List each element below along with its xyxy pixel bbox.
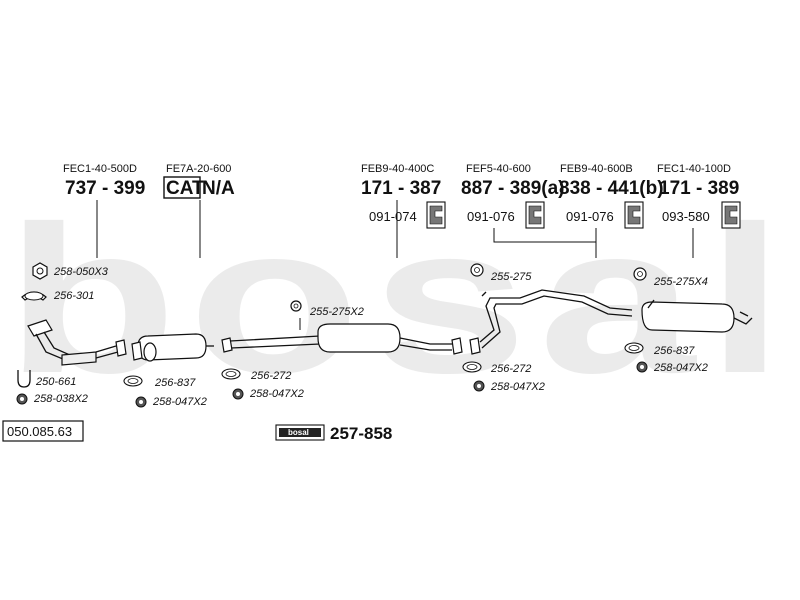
hardware-number-intermediate: 091-076: [467, 209, 515, 224]
part-number-intermediate: 887 - 389(a): [461, 178, 565, 199]
bolt-icon: [232, 388, 244, 400]
fitting-bolt-cat: 258-047X2: [152, 396, 207, 408]
hardware-number-middle: 091-074: [369, 209, 417, 224]
hanger-icon: [290, 300, 302, 312]
fitting-ring-int: 256-272: [490, 363, 531, 375]
bolt-icon: [16, 393, 28, 405]
bolt-icon: [135, 396, 147, 408]
leader-intermediate-bracket: [493, 228, 597, 258]
cat-availability: N/A: [202, 178, 235, 199]
fitting-ring-rear: 256-837: [653, 345, 695, 357]
fitting-hanger-rear: 255-275X4: [653, 276, 708, 288]
front-pipe: [27, 319, 127, 366]
hanger-icon: [470, 263, 484, 277]
middle-silencer-assembly: [221, 323, 463, 355]
sealing-ring-icon: [462, 361, 482, 373]
sealing-ring-icon: [123, 375, 143, 387]
oem-number-catalyst: FE7A-20-600: [166, 163, 231, 175]
sealing-ring-icon: [624, 342, 644, 354]
mounting-kit-icon: [624, 201, 644, 229]
bolt-icon: [636, 361, 648, 373]
fitting-bolt-mid: 258-047X2: [249, 388, 304, 400]
rear-silencer: [641, 299, 753, 333]
catalog-number-box: [2, 420, 84, 442]
fitting-ring-mid: 256-272: [250, 370, 291, 382]
gasket-icon: [21, 291, 47, 301]
catalog-number: 050.085.63: [7, 424, 72, 439]
cat-label: CAT: [166, 178, 204, 199]
nut-icon: [32, 262, 48, 280]
fitting-clamp-front: 250-661: [35, 376, 76, 388]
fitting-bolt-front: 258-038X2: [33, 393, 88, 405]
catalytic-converter: [131, 333, 214, 362]
sealing-ring-icon: [221, 368, 241, 380]
fitting-gasket-front: 256-301: [53, 290, 94, 302]
kit-number: 257-858: [330, 424, 392, 443]
oem-number-intermediate: FEF5-40-600: [466, 163, 531, 175]
kit-logo-icon: bosal: [275, 424, 325, 441]
oem-number-front-pipe: FEC1-40-500D: [63, 163, 137, 175]
part-number-middle-silencer: 171 - 387: [361, 178, 441, 199]
bolt-icon: [473, 380, 485, 392]
fitting-ring-cat: 256-837: [154, 377, 196, 389]
fitting-bolt-int: 258-047X2: [490, 381, 545, 393]
fitting-hanger-int: 255-275: [490, 271, 532, 283]
mounting-kit-icon: [721, 201, 741, 229]
fitting-bolt-rear: 258-047X2: [653, 362, 708, 374]
hardware-number-rear: 093-580: [662, 209, 710, 224]
hanger-icon: [633, 267, 647, 281]
oem-number-rear-silencer: FEC1-40-100D: [657, 163, 731, 175]
oem-number-middle-silencer: FEB9-40-400C: [361, 163, 434, 175]
oem-number-intermediate-b: FEB9-40-600B: [560, 163, 633, 175]
intermediate-pipe: [469, 289, 633, 355]
kit-logo-text: bosal: [288, 428, 309, 437]
cat-box: [163, 176, 201, 199]
u-clamp-icon: [17, 370, 31, 388]
mounting-kit-icon: [525, 201, 545, 229]
part-number-rear-silencer: 171 - 389: [659, 178, 739, 199]
mounting-kit-icon: [426, 201, 446, 229]
part-number-front-pipe: 737 - 399: [65, 178, 145, 199]
hardware-number-intermediate-b: 091-076: [566, 209, 614, 224]
part-number-intermediate-b: 838 - 441(b): [559, 178, 664, 199]
fitting-nut-front: 258-050X3: [53, 266, 109, 278]
fitting-hanger-mid: 255-275X2: [309, 306, 364, 318]
